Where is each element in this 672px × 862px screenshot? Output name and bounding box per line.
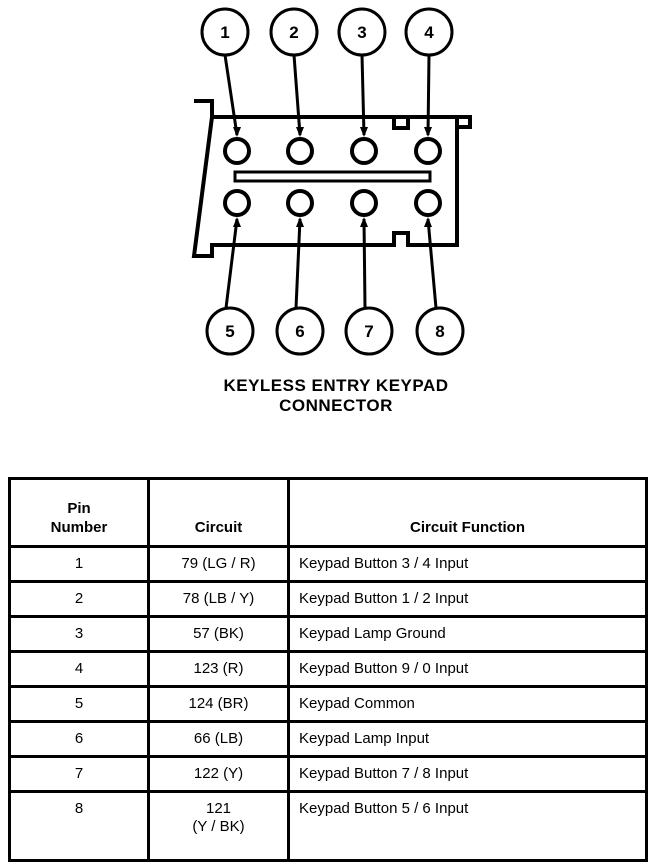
pin-callout-7 [344,306,394,356]
table-row: 2 78 (LB / Y) Keypad Button 1 / 2 Input [8,580,648,618]
arrowhead-icon [360,217,368,227]
circuit-cell: 78 (LB / Y) [147,580,290,618]
leader-line-2 [292,54,302,136]
pin-cavity-2 [286,137,314,165]
pinout-table-container: Pin Number Circuit Circuit Function 1 79… [8,477,648,862]
circuit-cell: 57 (BK) [147,615,290,653]
pin-callout-label: 1 [220,23,229,42]
arrowhead-icon [233,217,241,227]
pin-callout-label: 2 [289,23,298,42]
pin-callout-label: 5 [225,322,234,341]
header-circuit-function: Circuit Function [287,477,648,548]
header-pin-line1: Pin [67,500,91,517]
circuit-cell: 122 (Y) [147,755,290,793]
pin-cavity-6 [286,189,314,217]
function-cell: Keypad Button 7 / 8 Input [287,755,648,793]
pin-cell: 2 [8,580,150,618]
pin-cavity-3 [350,137,378,165]
pin-callout-label: 3 [357,23,366,42]
pinout-table: Pin Number Circuit Circuit Function 1 79… [8,477,648,862]
table-row: 8 121 (Y / BK) Keypad Button 5 / 6 Input [8,790,648,862]
pin-cavity-4 [414,137,442,165]
table-header-row: Pin Number Circuit Circuit Function [8,477,648,548]
function-cell: Keypad Common [287,685,648,723]
pin-callout-label: 6 [295,322,304,341]
connector-diagram: 1 2 3 4 5 6 7 8 [191,7,472,356]
circuit-cell: 124 (BR) [147,685,290,723]
header-circuit: Circuit [147,477,290,548]
function-cell: Keypad Button 9 / 0 Input [287,650,648,688]
pin-cavity-8 [414,189,442,217]
arrowhead-icon [233,127,241,137]
leader-line-5 [224,218,239,309]
circuit-line2: (Y / BK) [192,818,245,835]
pin-callout-4 [404,7,454,57]
circuit-cell: 79 (LG / R) [147,545,290,583]
pin-callout-1 [200,7,250,57]
pin-cell: 6 [8,720,150,758]
pin-cell: 8 [8,790,150,862]
pin-callout-label: 7 [364,322,373,341]
diagram-title-line1: KEYLESS ENTRY KEYPAD [223,376,449,395]
pin-cavity-1 [223,137,251,165]
pin-cell: 1 [8,545,150,583]
pin-callout-label: 8 [435,322,444,341]
circuit-cell: 123 (R) [147,650,290,688]
leader-line-1 [223,54,239,136]
connector-housing [191,99,472,258]
pin-cell: 5 [8,685,150,723]
table-row: 5 124 (BR) Keypad Common [8,685,648,723]
circuit-line1: 121 [205,800,232,817]
leader-line-6 [294,218,302,309]
pin-cavity-5 [223,189,251,217]
table-row: 7 122 (Y) Keypad Button 7 / 8 Input [8,755,648,793]
circuit-cell: 66 (LB) [147,720,290,758]
pin-callout-3 [337,7,387,57]
arrowhead-icon [424,127,432,137]
arrowhead-icon [296,127,304,137]
diagram-title-line2: CONNECTOR [279,396,393,415]
leader-line-3 [360,54,366,136]
pin-callout-8 [415,306,465,356]
table-row: 1 79 (LG / R) Keypad Button 3 / 4 Input [8,545,648,583]
circuit-cell: 121 (Y / BK) [147,790,290,862]
pin-cell: 7 [8,755,150,793]
table-row: 3 57 (BK) Keypad Lamp Ground [8,615,648,653]
function-cell: Keypad Button 3 / 4 Input [287,545,648,583]
arrowhead-icon [296,217,304,227]
function-cell: Keypad Button 1 / 2 Input [287,580,648,618]
function-cell: Keypad Lamp Ground [287,615,648,653]
leader-line-7 [362,218,367,309]
pin-cell: 4 [8,650,150,688]
leader-line-8 [426,218,438,309]
leader-line-4 [426,54,431,136]
function-cell: Keypad Button 5 / 6 Input [287,790,648,862]
pin-callout-label: 4 [424,23,434,42]
pin-callout-5 [205,306,255,356]
pin-cell: 3 [8,615,150,653]
table-row: 4 123 (R) Keypad Button 9 / 0 Input [8,650,648,688]
pin-callout-6 [275,306,325,356]
header-pin-line2: Number [50,519,108,536]
connector-divider [233,170,432,183]
function-cell: Keypad Lamp Input [287,720,648,758]
pin-callout-2 [269,7,319,57]
table-row: 6 66 (LB) Keypad Lamp Input [8,720,648,758]
pin-cavity-7 [350,189,378,217]
arrowhead-icon [424,217,432,227]
arrowhead-icon [360,127,368,137]
header-pin-number: Pin Number [8,477,150,548]
